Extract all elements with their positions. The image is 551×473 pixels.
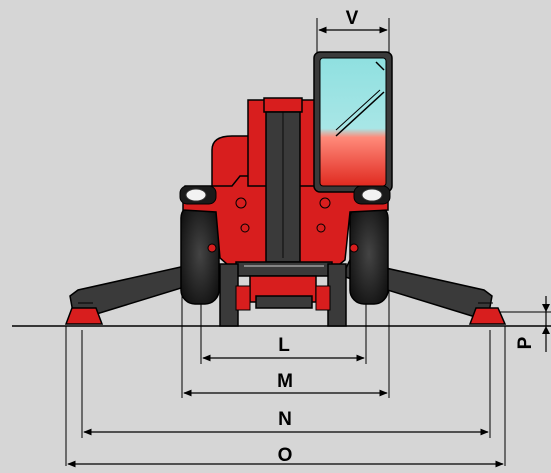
right-tire	[349, 203, 389, 305]
dim-v-label: V	[346, 8, 359, 29]
dim-p-label: P	[515, 336, 536, 349]
boom-head	[263, 97, 303, 113]
extension-lines	[65, 18, 551, 466]
dim-o-label: O	[278, 445, 293, 466]
right-headlight	[353, 185, 391, 205]
cab-windshield	[319, 57, 387, 187]
dim-n-label: N	[278, 409, 292, 430]
left-headlight	[179, 185, 217, 205]
telehandler-machine	[64, 51, 507, 327]
dim-l-label: L	[278, 335, 290, 356]
dim-m-label: M	[277, 371, 293, 392]
cab	[313, 51, 393, 193]
chassis-details	[207, 197, 359, 253]
left-tire	[180, 203, 220, 305]
fork-carriage	[219, 261, 347, 327]
